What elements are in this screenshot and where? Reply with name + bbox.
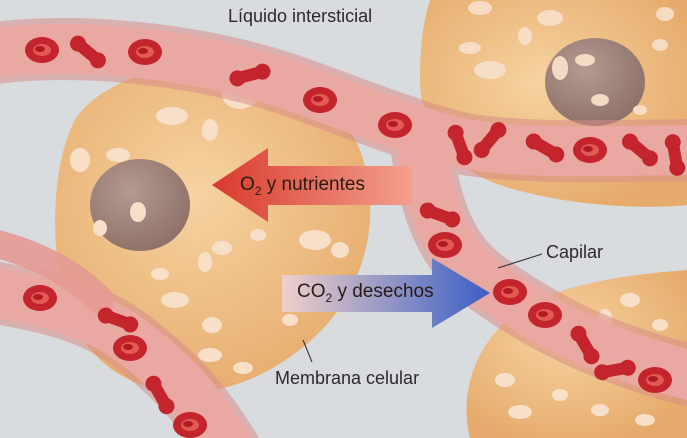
o2-nutrients-arrow [212, 148, 412, 222]
cell-membrane-label: Membrana celular [275, 368, 420, 388]
nucleus [545, 38, 645, 126]
co2-waste-arrow [282, 258, 490, 328]
capillary-leader-line [497, 253, 543, 269]
co2-waste-label: CO2 y desechos [297, 281, 434, 305]
capillary-label: Capilar [546, 242, 604, 262]
interstitial-fluid-label: Líquido intersticial [228, 6, 373, 26]
o2-nutrients-label: O2 y nutrientes [240, 174, 365, 198]
membrane-leader-line [302, 339, 313, 363]
